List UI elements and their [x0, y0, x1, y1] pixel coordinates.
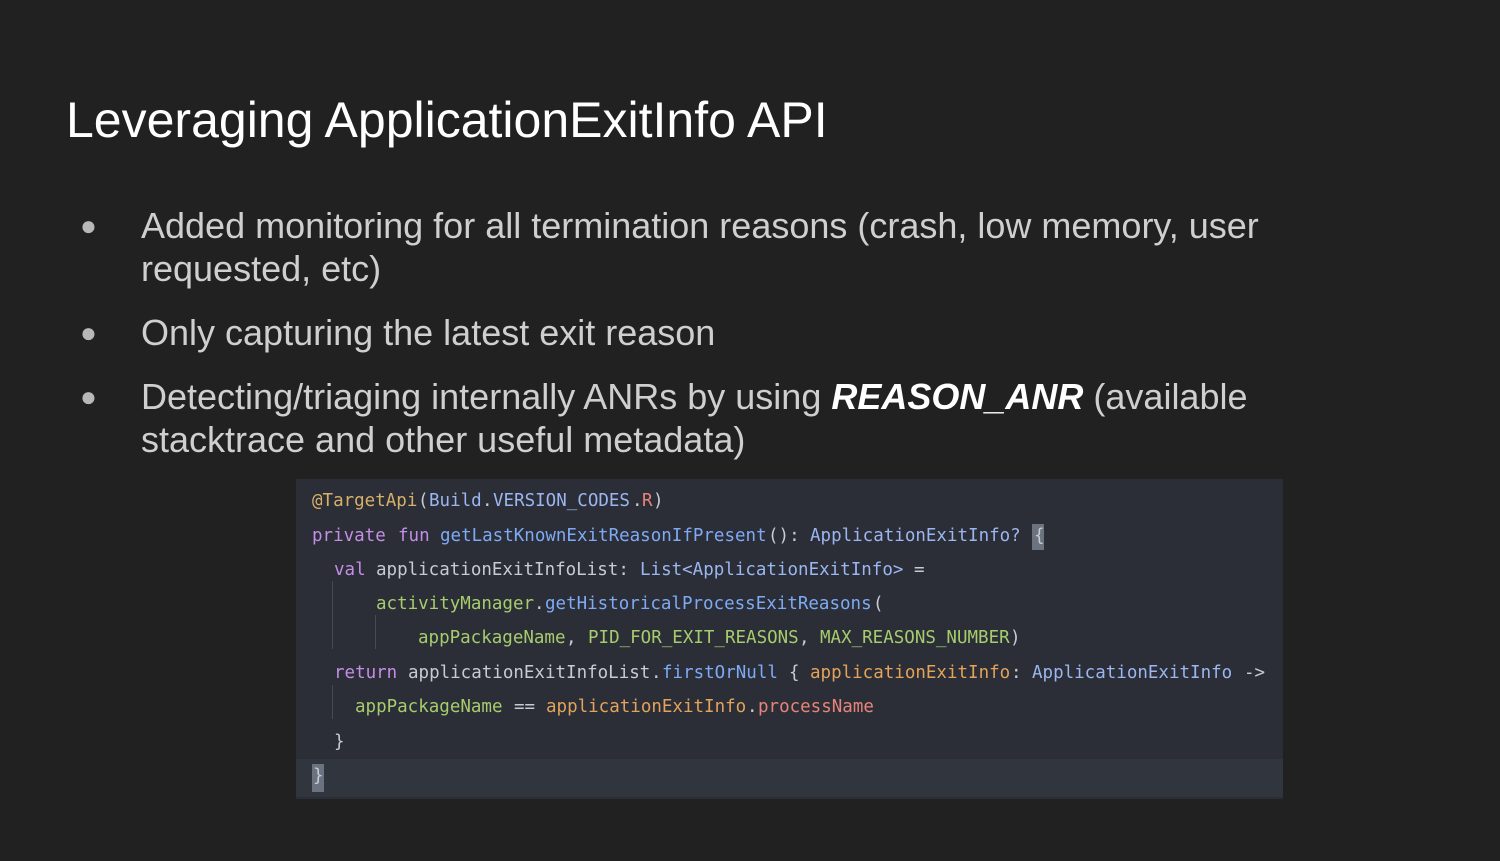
bullet-text: Added monitoring for all termination rea… [141, 205, 1259, 289]
code-token: getLastKnownExitReasonIfPresent [440, 526, 767, 546]
code-token: ApplicationExitInfo [1032, 663, 1233, 683]
bullet-marker: ● [80, 317, 97, 348]
brace-highlight [312, 764, 324, 792]
code-token: . [651, 663, 662, 683]
code-token: ) [653, 491, 664, 511]
code-token: (): [768, 526, 800, 546]
code-token: { [789, 663, 800, 683]
code-token: appPackageName [418, 628, 566, 648]
code-line-2: private fun getLastKnownExitReasonIfPresen… [296, 519, 1283, 553]
code-token: == [514, 697, 536, 717]
code-token: PID_FOR_EXIT_REASONS [588, 628, 799, 648]
code-token: ApplicationExitInfo? [810, 526, 1021, 546]
code-token: { [1034, 526, 1045, 546]
code-token: , [799, 628, 810, 648]
code-token: } [334, 732, 345, 752]
bullet-text-post: (available stacktrace and other useful m… [141, 376, 1248, 460]
code-token: . [632, 491, 643, 511]
code-token: private [312, 526, 386, 546]
code-token: applicationExitInfo [546, 697, 747, 717]
code-token: VERSION_CODES [493, 491, 630, 511]
bullet-marker: ● [80, 381, 97, 412]
code-token: return [334, 663, 398, 683]
bullet-marker: ● [80, 210, 97, 241]
code-token: . [482, 491, 493, 511]
code-token: Build [429, 491, 482, 511]
code-token: applicationExitInfoList [408, 663, 651, 683]
bullet-text: Only capturing the latest exit reason [141, 312, 716, 353]
slide-title: Leveraging ApplicationExitInfo API [66, 92, 828, 148]
code-line-1: @TargetApi(Build.VERSION_CODES.R) [296, 484, 1283, 518]
code-token: processName [758, 697, 874, 717]
code-line-8: } [296, 725, 1283, 759]
code-token: ( [873, 594, 884, 614]
code-line-3: val applicationExitInfoList: List<Applicat… [296, 553, 1283, 587]
bullet-text-pre: Detecting/triaging internally ANRs by us… [141, 376, 832, 417]
code-token: firstOrNull [662, 663, 778, 683]
code-token: MAX_REASONS_NUMBER [820, 628, 1010, 648]
indent-guide [375, 615, 376, 649]
indent-guide [332, 581, 333, 649]
code-token: = [914, 560, 925, 580]
code-token: List<ApplicationExitInfo> [640, 560, 904, 580]
code-token: ) [1010, 628, 1021, 648]
code-token: . [747, 697, 758, 717]
code-token: activityManager [376, 594, 535, 614]
code-token: applicationExitInfoList: [376, 560, 629, 580]
code-token: , [566, 628, 577, 648]
code-token: R [642, 491, 653, 511]
code-token: . [534, 594, 545, 614]
code-line-9: } [296, 759, 1283, 797]
code-line-5: appPackageName,PID_FOR_EXIT_REASONS,MAX_… [296, 621, 1283, 655]
code-token: appPackageName [355, 697, 503, 717]
code-token: -> [1244, 663, 1266, 683]
code-token: getHistoricalProcessExitReasons [545, 594, 872, 614]
code-snippet: @TargetApi(Build.VERSION_CODES.R) privat… [296, 479, 1283, 799]
indent-guide [332, 685, 333, 719]
code-token: : [1011, 663, 1022, 683]
code-token: ( [418, 491, 429, 511]
code-token: val [334, 560, 366, 580]
code-token: @TargetApi [312, 491, 418, 511]
code-line-7: appPackageName == applicationExitInfo.proc… [296, 690, 1283, 724]
code-token: fun [398, 526, 430, 546]
code-token: } [313, 766, 324, 786]
code-line-6: return applicationExitInfoList.firstOrNul… [296, 656, 1283, 690]
bullet-emphasis: REASON_ANR [831, 376, 1084, 417]
code-line-4: activityManager.getHistoricalProcessExit… [296, 587, 1283, 621]
brace-highlight [1032, 524, 1044, 550]
code-token: applicationExitInfo [810, 663, 1011, 683]
bullet-text: Detecting/triaging internally ANRs by us… [141, 375, 1341, 461]
